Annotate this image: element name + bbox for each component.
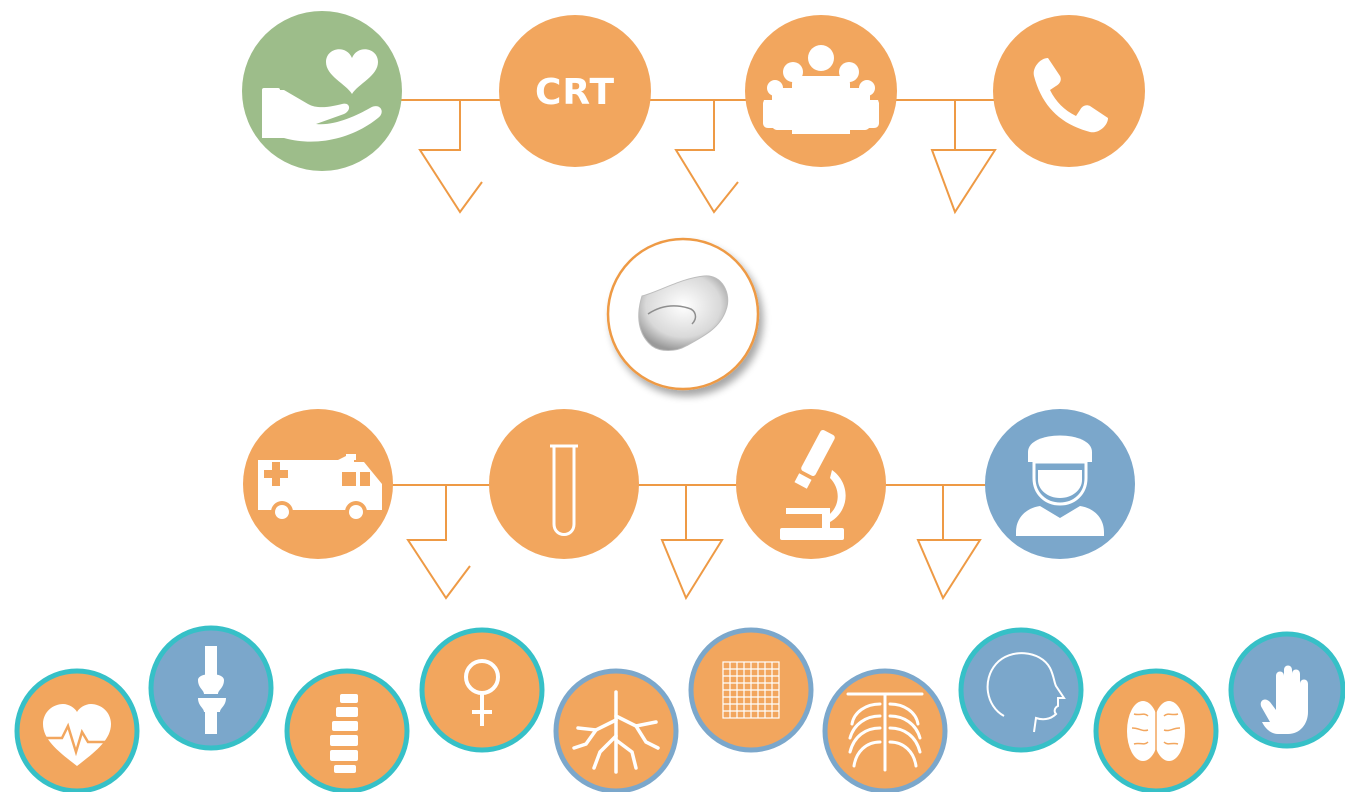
specialty-hand [1228,631,1345,749]
test-tube-icon [550,444,578,536]
row1-arrow-1 [418,100,483,214]
specialty-mesh [688,627,814,753]
row2-node-test-tube [489,409,639,559]
specialty-female [419,627,545,753]
specialty-vessels [553,668,679,792]
female-symbol-icon [464,659,500,726]
ambulance-icon [258,454,382,523]
row1-node-people [745,15,897,167]
specialty-spine [284,668,410,792]
spine-icon [330,694,358,773]
people-group-icon [763,45,879,134]
ribbon-shape-icon [638,275,729,351]
specialty-ribcage [822,668,948,792]
vessels-icon [572,690,660,774]
row2-node-microscope [736,409,886,559]
row1-node-crt: CRT [499,15,651,167]
row1-node-phone [993,15,1145,167]
row2-arrow-2 [660,485,724,601]
phone-icon [1033,58,1108,133]
hand-icon [1260,665,1308,734]
specialty-brain [1093,668,1219,792]
knee-joint-icon [198,646,226,734]
row2-node-ambulance [243,409,393,559]
row2-node-surgeon [985,409,1135,559]
specialty-head [958,627,1084,753]
center-node [606,237,760,391]
row1-node-hand-heart [242,11,402,171]
crt-label: CRT [535,72,615,113]
head-profile-icon [986,652,1066,733]
row2-connectors [390,484,990,601]
brain-icon [1127,701,1185,761]
row1-arrow-2 [674,100,739,214]
row2-arrow-1 [406,485,471,600]
microscope-icon [780,429,846,540]
ribcage-icon [846,692,924,772]
hand-heart-icon [262,49,382,142]
mesh-grid-icon [722,661,780,719]
heart-pulse-icon [43,704,111,766]
row2-arrow-3 [916,485,982,601]
row1-connectors [400,99,1000,215]
specialty-knee [148,625,274,751]
surgeon-icon [1016,435,1104,536]
row1-arrow-3 [930,100,997,215]
specialty-heart [14,668,140,792]
